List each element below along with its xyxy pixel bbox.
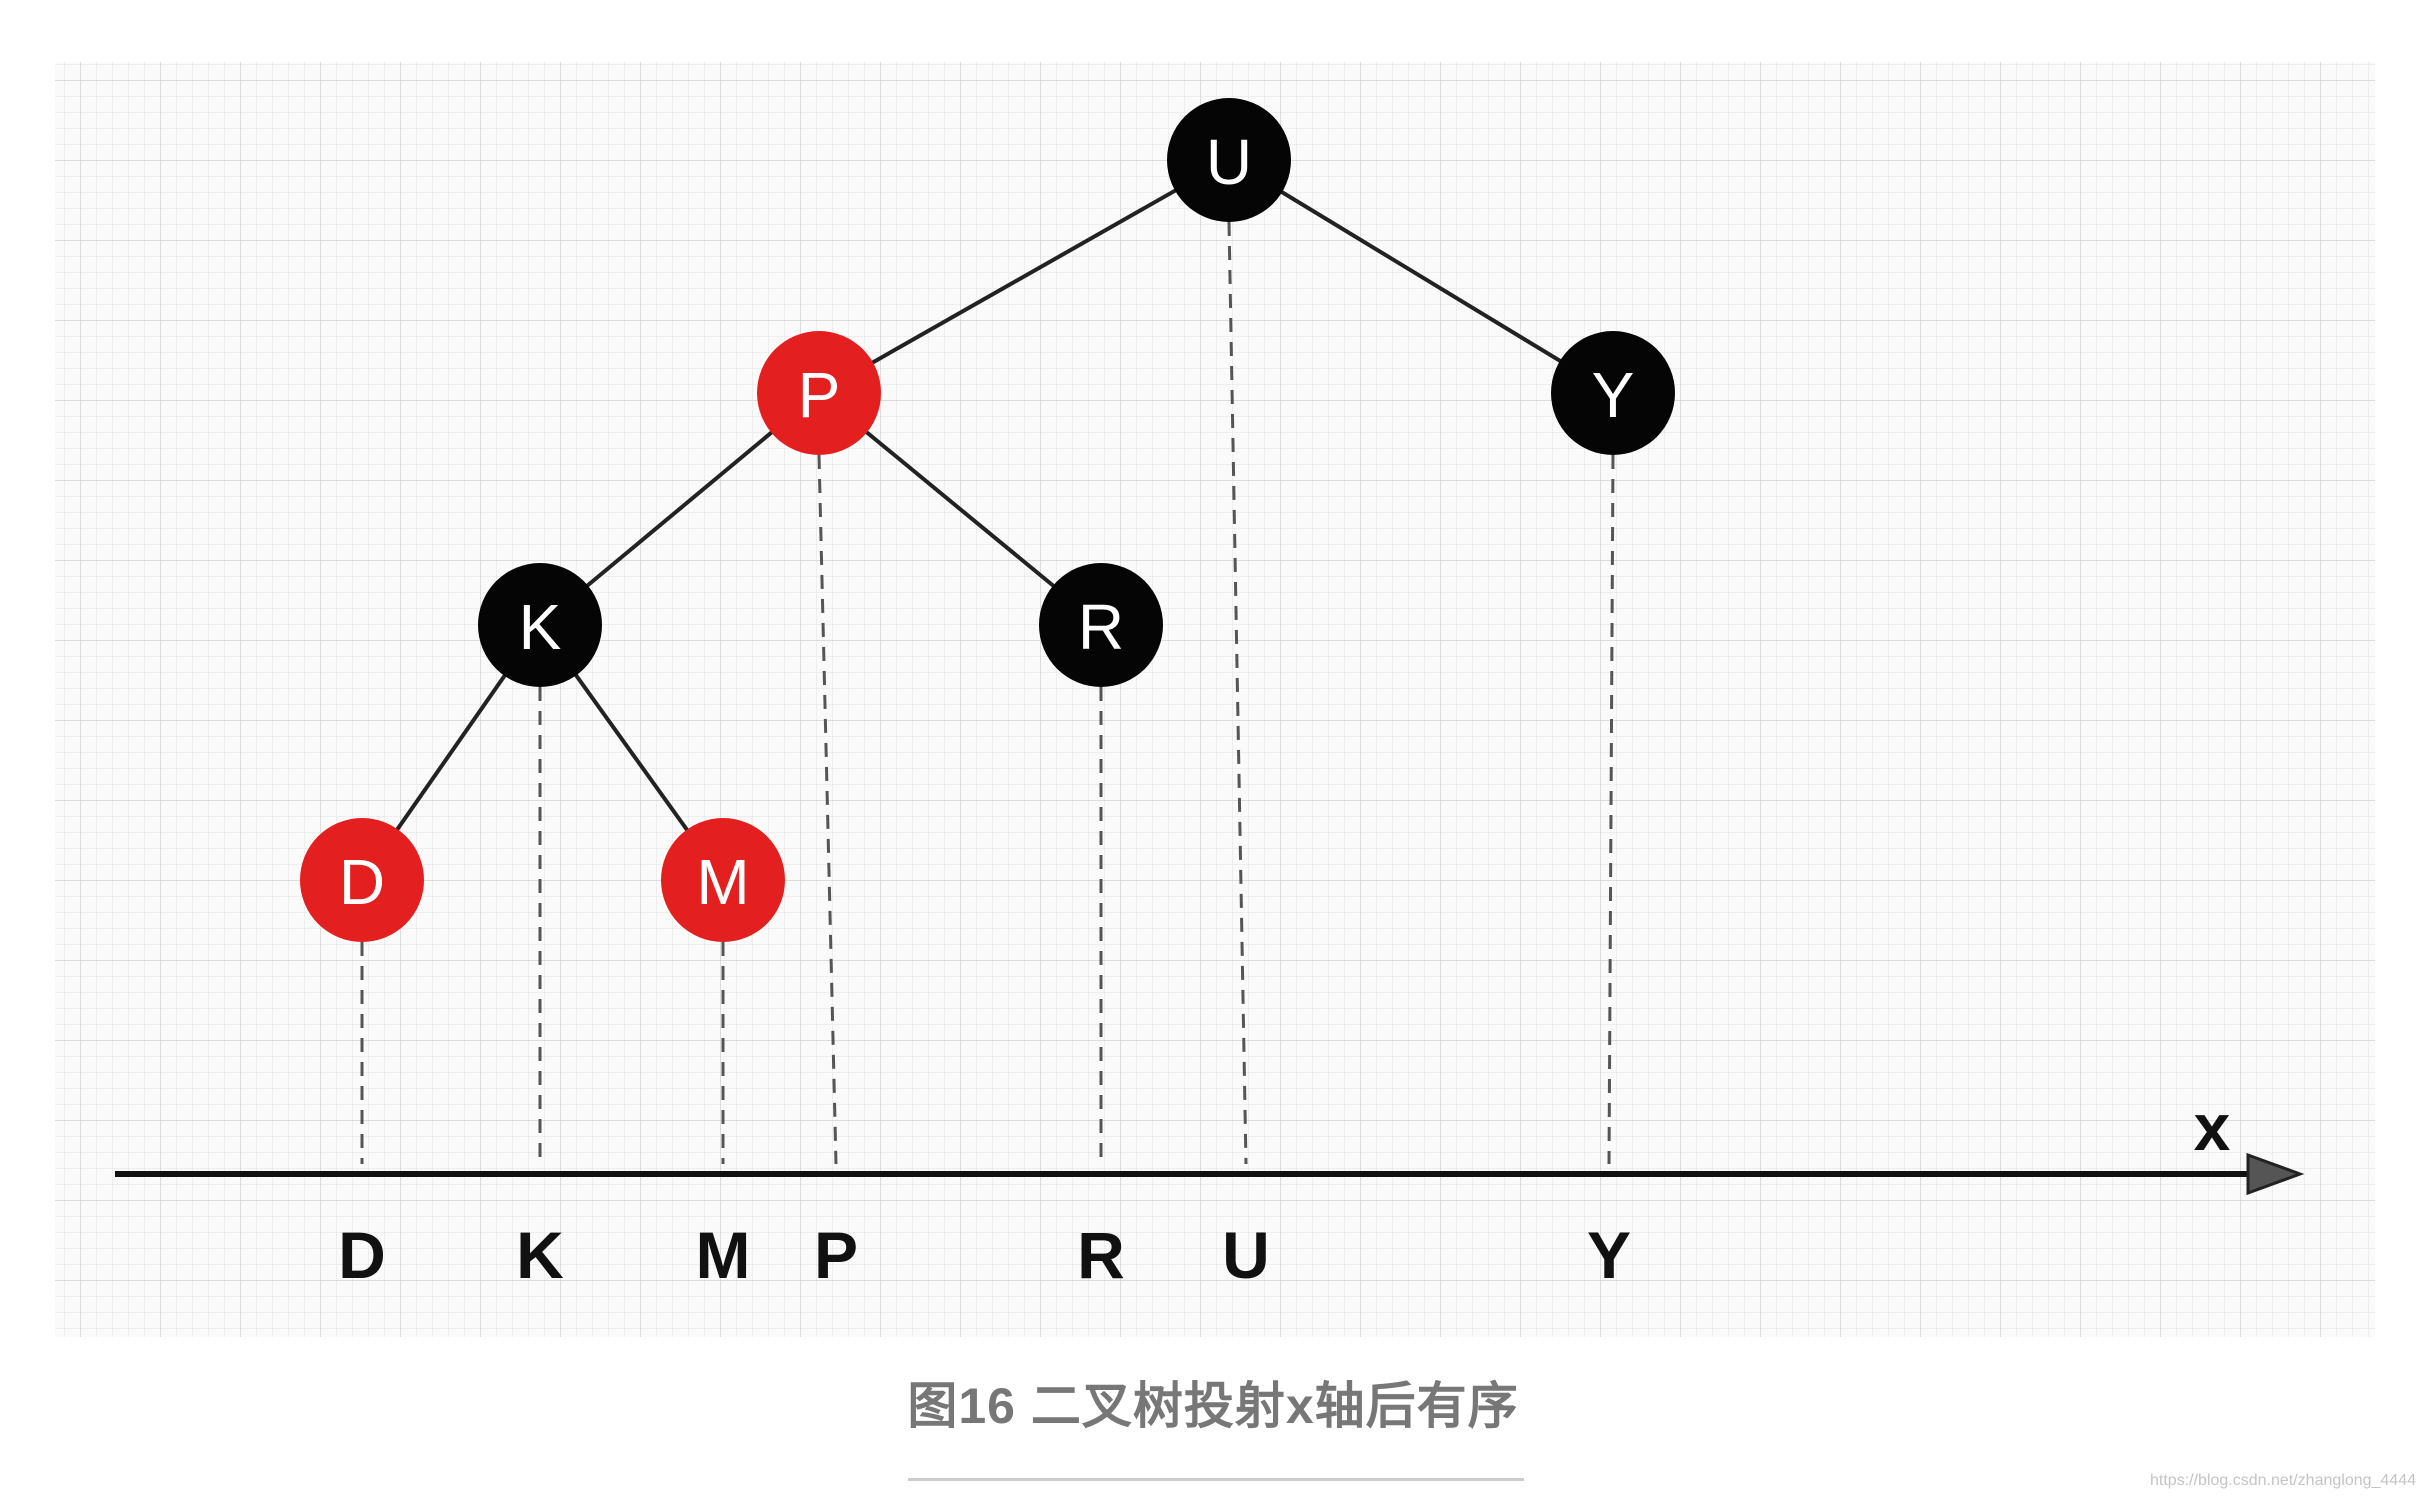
node-circle-d <box>300 818 424 942</box>
node-label-d: D <box>339 846 385 918</box>
tree-nodes: U P Y K R D M <box>300 98 1675 942</box>
node-label-u: U <box>1206 126 1252 198</box>
grid-lines <box>55 62 2375 1337</box>
projection-lines <box>360 221 1615 1165</box>
node-circle-m <box>661 818 785 942</box>
node-circle-p <box>757 331 881 455</box>
node-k: K <box>478 563 602 687</box>
node-label-y: Y <box>1592 359 1635 431</box>
x-axis-name: x <box>2194 1090 2231 1164</box>
source-watermark: https://blog.csdn.net/zhanglong_4444 <box>2150 1472 2416 1489</box>
node-m: M <box>661 818 785 942</box>
node-y: Y <box>1551 331 1675 455</box>
axis-label-m: M <box>696 1218 751 1292</box>
edge-u-y <box>1227 158 1615 395</box>
node-circle-y <box>1551 331 1675 455</box>
x-axis-arrowhead <box>2246 1152 2305 1196</box>
figure-caption: 图16 二叉树投射x轴后有序 <box>907 1378 1519 1434</box>
axis-label-y: Y <box>1587 1218 1631 1292</box>
axis-label-u: U <box>1222 1218 1270 1292</box>
node-label-p: P <box>798 359 841 431</box>
node-label-m: M <box>696 846 749 918</box>
projection-line-u <box>1227 221 1248 1165</box>
node-u: U <box>1167 98 1291 222</box>
x-axis: x <box>115 1090 2305 1196</box>
edge-u-p <box>818 158 1230 395</box>
node-circle-u <box>1167 98 1291 222</box>
node-label-k: K <box>519 591 562 663</box>
axis-label-k: K <box>516 1218 564 1292</box>
node-circle-r <box>1039 563 1163 687</box>
caption-divider <box>908 1478 1524 1481</box>
node-d: D <box>300 818 424 942</box>
node-r: R <box>1039 563 1163 687</box>
node-circle-k <box>478 563 602 687</box>
node-p: P <box>757 331 881 455</box>
node-label-r: R <box>1078 591 1124 663</box>
axis-label-d: D <box>338 1218 386 1292</box>
axis-label-p: P <box>814 1218 858 1292</box>
axis-label-r: R <box>1077 1218 1125 1292</box>
